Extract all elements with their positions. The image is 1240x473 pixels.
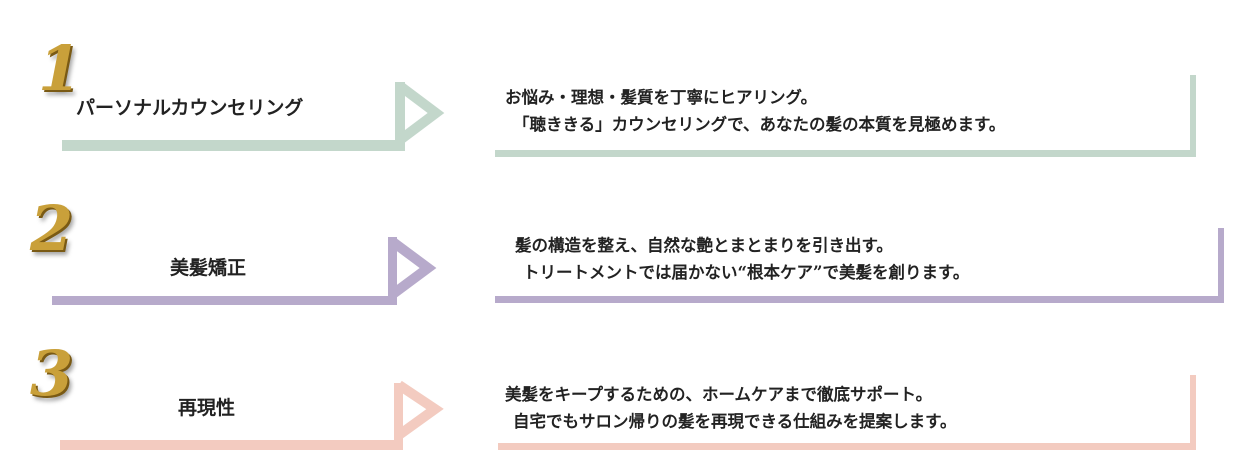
step-description-2: 髪の構造を整え、自然な艶とまとまりを引き出す。 トリートメントでは届かない“根本… — [515, 232, 969, 286]
box-bottom-border-2 — [495, 296, 1224, 303]
box-right-border-1 — [1190, 75, 1196, 157]
step-number-2: 2 — [30, 192, 74, 265]
chevron-right-icon — [397, 82, 445, 144]
arrow-stem-1 — [395, 82, 405, 151]
box-right-border-3 — [1190, 375, 1196, 450]
arrow-bar-3 — [60, 440, 403, 450]
arrow-stem-3 — [394, 383, 403, 450]
box-bottom-border-3 — [498, 443, 1196, 450]
step-title-3: 再現性 — [178, 397, 236, 419]
step-description-3: 美髪をキープするための、ホームケアまで徹底サポート。 自宅でもサロン帰りの髪を再… — [505, 381, 957, 435]
step-number-1: 1 — [38, 32, 82, 105]
arrow-bar-2 — [52, 296, 397, 305]
arrow-stem-2 — [388, 237, 397, 305]
description-line: トリートメントでは届かない“根本ケア”で美髪を創ります。 — [523, 263, 970, 282]
step-description-1: お悩み・理想・髪質を丁寧にヒアリング。 「聴ききる」カウンセリングで、あなたの髪… — [505, 84, 1005, 138]
step-title-2: 美髪矯正 — [170, 257, 247, 279]
box-right-border-2 — [1218, 228, 1224, 303]
description-line: お悩み・理想・髪質を丁寧にヒアリング。 — [505, 88, 818, 107]
box-bottom-border-1 — [495, 150, 1196, 157]
description-line: 髪の構造を整え、自然な艶とまとまりを引き出す。 — [515, 236, 893, 255]
chevron-right-icon — [390, 237, 437, 299]
step-title-1: パーソナルカウンセリング — [76, 97, 304, 119]
arrow-bar-1 — [62, 140, 405, 151]
description-line: 「聴ききる」カウンセリングで、あなたの髪の本質を見極めます。 — [513, 115, 1006, 134]
step-number-3: 3 — [30, 337, 74, 410]
description-line: 自宅でもサロン帰りの髪を再現できる仕組みを提案します。 — [513, 412, 957, 431]
description-line: 美髪をキープするための、ホームケアまで徹底サポート。 — [505, 385, 933, 404]
chevron-right-icon — [396, 380, 444, 440]
